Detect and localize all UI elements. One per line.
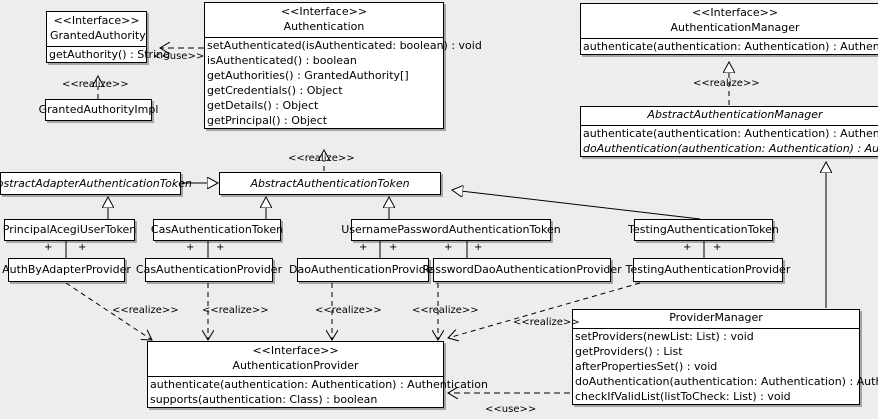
authentication-provider-operations: authenticate(authentication: Authenticat…: [148, 376, 488, 407]
granted-authority-stereotype: <<Interface>>: [53, 14, 140, 27]
authentication-manager-operations: authenticate(authentication: Authenticat…: [581, 38, 878, 54]
operation: getAuthority() : String: [49, 48, 171, 61]
operation: doAuthentication(authentication: Authent…: [575, 375, 878, 388]
principal-acegi-user-token-name: PrincipalAcegiUserToken: [2, 223, 137, 236]
operation: isAuthenticated() : boolean: [207, 54, 357, 67]
abstract-adapter-authentication-token-name: AbstractAdapterAuthenticationToken: [0, 176, 192, 190]
edge-label-use-granted-authority: <<use>>: [153, 51, 205, 62]
operation: getPrincipal() : Object: [207, 114, 328, 127]
operation: getAuthorities() : GrantedAuthority[]: [207, 69, 409, 82]
authentication-manager-name: AuthenticationManager: [670, 21, 800, 34]
operation: checkIfValidList(listToCheck: List) : vo…: [575, 390, 791, 403]
class-abstract-authentication-token[interactable]: AbstractAuthenticationToken: [219, 172, 441, 195]
operation: doAuthentication(authentication: Authent…: [583, 142, 878, 155]
granted-authority-name: GrantedAuthority: [50, 29, 146, 42]
abstract-authentication-manager-operations: authenticate(authentication: Authenticat…: [581, 125, 878, 156]
multiplicity-plus: +: [389, 242, 398, 253]
multiplicity-plus: +: [474, 242, 483, 253]
class-password-dao-authentication-provider[interactable]: PasswordDaoAuthenticationProvider: [422, 258, 622, 282]
operation: supports(authentication: Class) : boolea…: [150, 393, 378, 406]
operation: getProviders() : List: [575, 345, 683, 358]
operation: setAuthenticated(isAuthenticated: boolea…: [207, 39, 482, 52]
edge-label-realize-abstract-authentication-token: <<realize>>: [288, 153, 355, 164]
abstract-authentication-token-name: AbstractAuthenticationToken: [250, 176, 410, 190]
granted-authority-operations: getAuthority() : String: [47, 46, 171, 62]
edge-label-realize-granted-authority-impl: <<realize>>: [62, 79, 129, 90]
class-auth-by-adapter-provider[interactable]: AuthByAdapterProvider: [2, 258, 131, 282]
class-dao-authentication-provider[interactable]: DaoAuthenticationProvider: [289, 258, 437, 282]
multiplicity-plus: +: [359, 242, 368, 253]
multiplicity-plus: +: [713, 242, 722, 253]
class-provider-manager[interactable]: ProviderManager setProviders(newList: Li…: [572, 309, 878, 405]
edge-label-use-provider-manager: <<use>>: [485, 404, 537, 415]
authentication-stereotype: <<Interface>>: [280, 5, 368, 18]
operation: afterPropertiesSet() : void: [575, 360, 718, 373]
provider-manager-operations: setProviders(newList: List) : void getPr…: [573, 328, 878, 404]
operation: getCredentials() : Object: [207, 84, 343, 97]
dao-authentication-provider-name: DaoAuthenticationProvider: [289, 263, 437, 276]
testing-authentication-provider-name: TestingAuthenticationProvider: [625, 263, 791, 276]
class-testing-authentication-provider[interactable]: TestingAuthenticationProvider: [626, 258, 790, 282]
class-granted-authority[interactable]: <<Interface>> GrantedAuthority getAuthor…: [46, 11, 171, 63]
class-testing-authentication-token[interactable]: TestingAuthenticationToken: [628, 219, 779, 241]
authentication-provider-stereotype: <<Interface>>: [252, 344, 339, 357]
class-abstract-authentication-manager[interactable]: AbstractAuthenticationManager authentica…: [580, 106, 878, 157]
granted-authority-impl-name: GrantedAuthorityImpl: [38, 103, 159, 116]
cas-authentication-provider-name: CasAuthenticationProvider: [135, 263, 283, 276]
multiplicity-plus: +: [186, 242, 195, 253]
class-username-password-authentication-token[interactable]: UsernamePasswordAuthenticationToken: [341, 219, 561, 241]
multiplicity-plus: +: [216, 242, 225, 253]
edge-label-realize-auth-by-adapter: <<realize>>: [112, 305, 179, 316]
edge-label-realize-cas-provider: <<realize>>: [202, 305, 269, 316]
provider-manager-name: ProviderManager: [669, 311, 763, 324]
class-authentication[interactable]: <<Interface>> Authentication setAuthenti…: [204, 2, 482, 129]
testing-authentication-token-name: TestingAuthenticationToken: [628, 223, 779, 236]
edge-label-realize-dao-provider: <<realize>>: [315, 305, 382, 316]
class-granted-authority-impl[interactable]: GrantedAuthorityImpl: [39, 99, 158, 121]
class-cas-authentication-provider[interactable]: CasAuthenticationProvider: [136, 258, 282, 282]
cas-authentication-token-name: CasAuthenticationToken: [150, 223, 284, 236]
authentication-provider-name: AuthenticationProvider: [232, 359, 359, 372]
abstract-authentication-manager-name: AbstractAuthenticationManager: [647, 108, 823, 121]
authentication-operations: setAuthenticated(isAuthenticated: boolea…: [205, 37, 482, 128]
operation: authenticate(authentication: Authenticat…: [583, 127, 878, 140]
multiplicity-plus: +: [78, 242, 87, 253]
username-password-authentication-token-name: UsernamePasswordAuthenticationToken: [341, 223, 561, 236]
operation: authenticate(authentication: Authenticat…: [150, 378, 488, 391]
class-abstract-adapter-authentication-token[interactable]: AbstractAdapterAuthenticationToken: [0, 172, 192, 195]
link-generalize-testingauthenticationtoken: [452, 190, 701, 220]
class-authentication-provider[interactable]: <<Interface>> AuthenticationProvider aut…: [147, 341, 488, 408]
auth-by-adapter-provider-name: AuthByAdapterProvider: [2, 263, 131, 276]
multiplicity-plus: +: [44, 242, 53, 253]
operation: setProviders(newList: List) : void: [575, 330, 754, 343]
multiplicity-plus: +: [444, 242, 453, 253]
edge-label-realize-password-dao-provider: <<realize>>: [412, 305, 479, 316]
edge-label-realize-provider-manager: <<realize>>: [513, 317, 580, 328]
authentication-name: Authentication: [283, 20, 365, 33]
multiplicity-plus: +: [683, 242, 692, 253]
password-dao-authentication-provider-name: PasswordDaoAuthenticationProvider: [422, 263, 622, 276]
operation: getDetails() : Object: [207, 99, 319, 112]
class-principal-acegi-user-token[interactable]: PrincipalAcegiUserToken: [2, 219, 137, 241]
class-cas-authentication-token[interactable]: CasAuthenticationToken: [150, 219, 284, 241]
authentication-manager-stereotype: <<Interface>>: [691, 6, 779, 19]
operation: authenticate(authentication: Authenticat…: [583, 40, 878, 53]
class-authentication-manager[interactable]: <<Interface>> AuthenticationManager auth…: [580, 3, 878, 55]
edge-label-realize-abstract-authentication-manager: <<realize>>: [693, 78, 760, 89]
